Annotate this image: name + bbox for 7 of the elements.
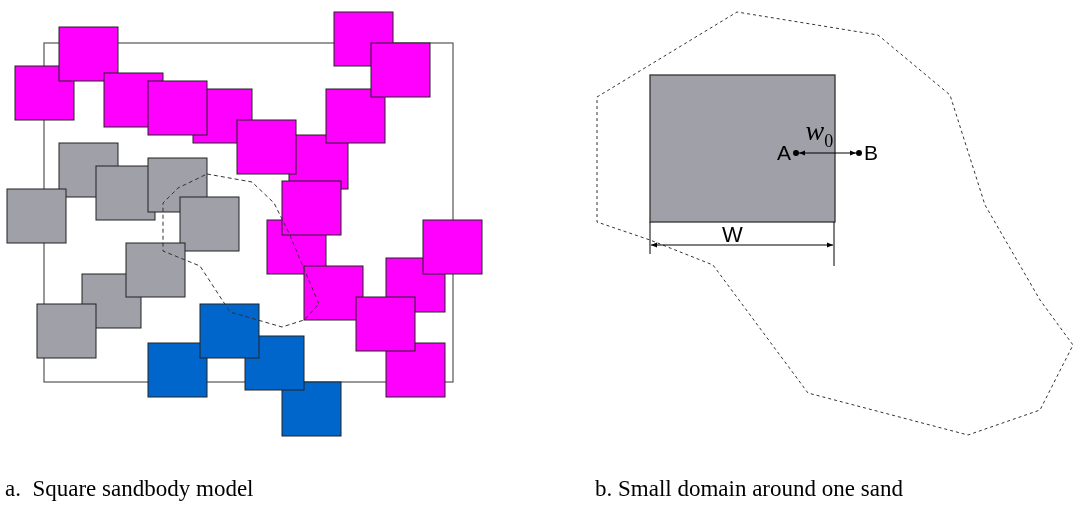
caption: a. Square sandbody model <box>5 476 254 502</box>
edge-label: w$_{0}$ <box>805 117 834 153</box>
point-label: B <box>856 142 878 164</box>
dimension-label: W <box>722 222 743 248</box>
arrow <box>798 150 857 156</box>
caption: b. Small domain around one sand <box>595 476 903 502</box>
point-label: A <box>777 142 799 164</box>
